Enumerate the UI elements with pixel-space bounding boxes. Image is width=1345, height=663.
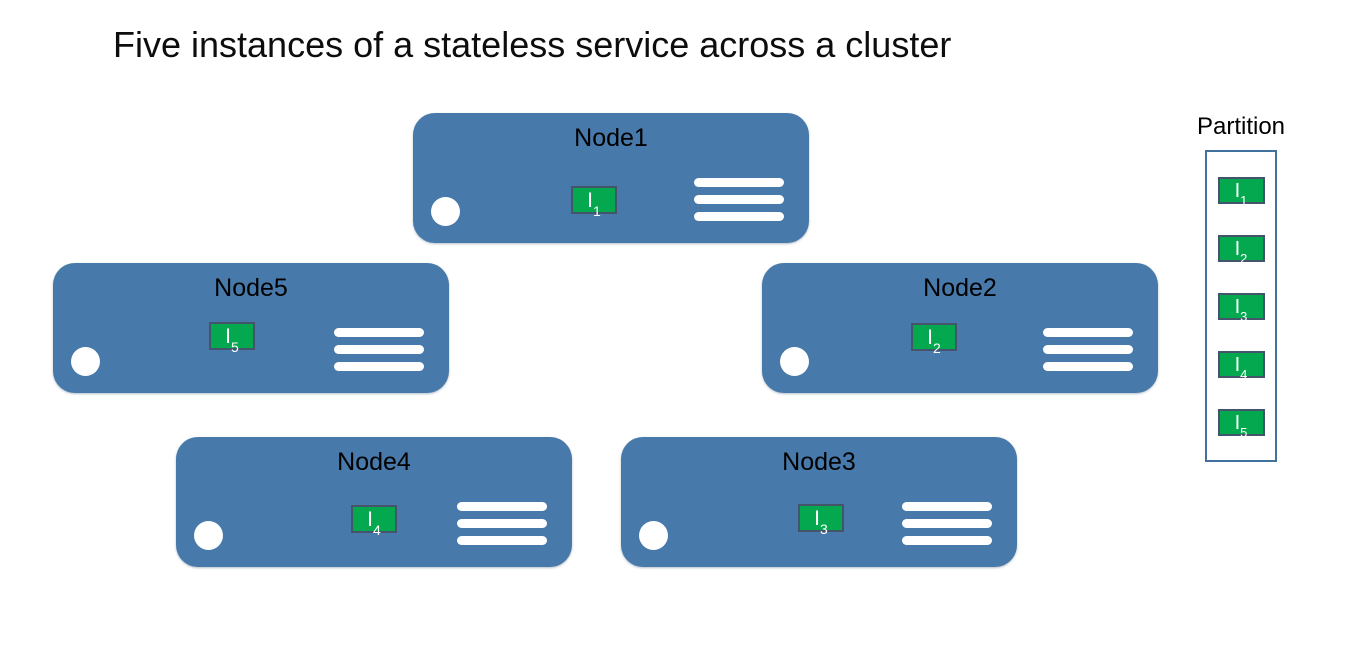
instance-label: I [1234,296,1241,318]
vent-bar [902,519,992,528]
instance-subscript: 4 [1240,367,1248,382]
instance-label: I [1234,238,1241,260]
vent-bar [334,345,424,354]
server-vents-icon [1043,328,1133,371]
vent-bar [334,328,424,337]
vent-bar [457,536,547,545]
power-button-icon [71,347,100,376]
partition-instance-chip: I4 [1217,351,1265,382]
vent-bar [334,362,424,371]
vent-bar [902,502,992,511]
instance-subscript: 3 [820,521,828,537]
service-instance-chip: I2 [911,323,957,356]
power-button-icon [780,347,809,376]
vent-bar [1043,345,1133,354]
vent-bar [694,212,784,221]
vent-bar [1043,328,1133,337]
node-2: Node2 I2 [762,263,1158,393]
service-instance-chip: I1 [571,186,617,219]
diagram-title: Five instances of a stateless service ac… [113,24,952,65]
service-instance-chip: I5 [209,322,255,355]
vent-bar [1043,362,1133,371]
node-4: Node4 I4 [176,437,572,567]
partition-instance-chip: I1 [1217,177,1265,208]
partition-instance-chip: I3 [1217,293,1265,324]
instance-subscript: 2 [1240,251,1248,266]
partition-container: I1 I2 I3 I4 I5 [1205,150,1277,462]
node-label: Node1 [574,124,648,152]
instance-label: I [1234,180,1241,202]
instance-label: I [587,189,594,212]
server-vents-icon [334,328,424,371]
vent-bar [902,536,992,545]
instance-label: I [367,508,374,531]
instance-subscript: 1 [1240,193,1248,208]
power-button-icon [431,197,460,226]
vent-bar [694,195,784,204]
power-button-icon [194,521,223,550]
instance-label: I [225,325,232,348]
instance-label: I [927,326,934,349]
instance-label: I [814,507,821,530]
server-vents-icon [457,502,547,545]
server-vents-icon [902,502,992,545]
instance-subscript: 5 [1240,425,1248,440]
node-5: Node5 I5 [53,263,449,393]
node-label: Node5 [214,274,288,302]
instance-label: I [1234,354,1241,376]
instance-label: I [1234,412,1241,434]
node-label: Node3 [782,448,856,476]
instance-subscript: 4 [373,522,381,538]
vent-bar [457,502,547,511]
node-1: Node1 I1 [413,113,809,243]
partition-title: Partition [1196,113,1286,140]
instance-subscript: 1 [593,203,601,219]
partition-instance-chip: I2 [1217,235,1265,266]
service-instance-chip: I4 [351,505,397,538]
server-vents-icon [694,178,784,221]
vent-bar [694,178,784,187]
partition-instance-chip: I5 [1217,409,1265,440]
service-instance-chip: I3 [798,504,844,537]
node-3: Node3 I3 [621,437,1017,567]
instance-subscript: 2 [933,340,941,356]
instance-subscript: 3 [1240,309,1248,324]
node-label: Node2 [923,274,997,302]
vent-bar [457,519,547,528]
instance-subscript: 5 [231,339,239,355]
power-button-icon [639,521,668,550]
node-label: Node4 [337,448,411,476]
